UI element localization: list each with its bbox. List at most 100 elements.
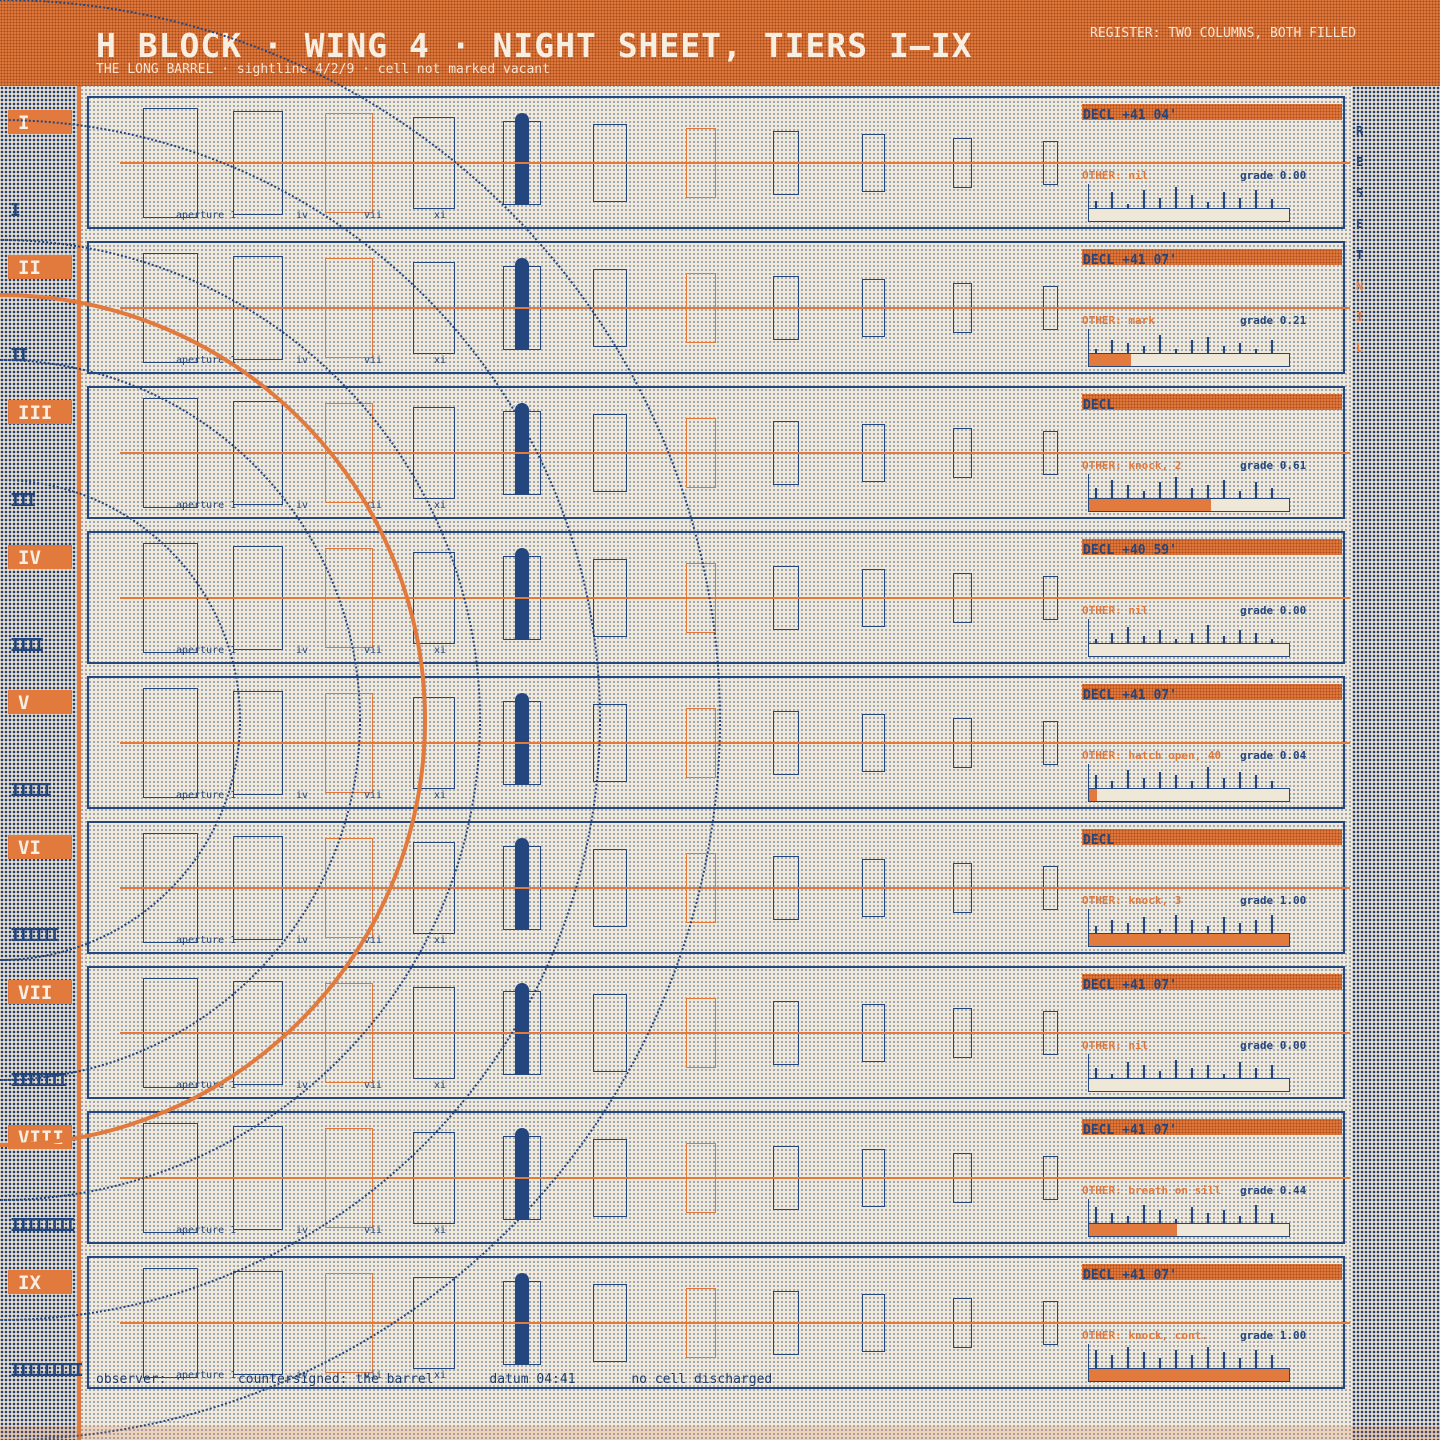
meter-tick bbox=[1175, 1350, 1177, 1372]
barrel-figure bbox=[515, 837, 529, 930]
meter-tick bbox=[1111, 480, 1113, 502]
sightline bbox=[120, 596, 1350, 599]
meter-tick bbox=[1159, 630, 1161, 647]
other-note: OTHER: nil bbox=[1082, 169, 1149, 182]
meter-tick bbox=[1271, 915, 1273, 937]
cell-label: vii bbox=[364, 645, 383, 656]
meter-tick bbox=[1271, 488, 1273, 502]
cell-label: iv bbox=[296, 645, 309, 656]
tremor-meter bbox=[1088, 1199, 1291, 1227]
grade-bar bbox=[1088, 208, 1290, 222]
tier-tally: IIIII bbox=[10, 780, 52, 801]
barrel-figure bbox=[515, 257, 529, 350]
left-spine-rule bbox=[77, 86, 81, 1440]
decl-reading: DECL +41 07' bbox=[1083, 253, 1177, 268]
grade-value: grade 0.00 bbox=[1240, 604, 1307, 617]
cell-label: xi bbox=[434, 210, 447, 221]
meter-tick bbox=[1111, 340, 1113, 357]
meter-tick bbox=[1095, 488, 1097, 502]
meter-tick bbox=[1239, 1216, 1241, 1227]
grade-bar bbox=[1088, 788, 1290, 802]
decl-band bbox=[1082, 829, 1342, 845]
meter-tick bbox=[1207, 926, 1209, 937]
margin-letter: E bbox=[1356, 155, 1364, 169]
tier-tab: VIII bbox=[8, 1125, 72, 1149]
margin-letter: L bbox=[1356, 341, 1364, 355]
meter-tick bbox=[1255, 633, 1257, 647]
meter-tick bbox=[1207, 1065, 1209, 1082]
meter-tick bbox=[1255, 190, 1257, 212]
meter-tick bbox=[1095, 1207, 1097, 1227]
meter-tick bbox=[1223, 1210, 1225, 1227]
barrel-figure bbox=[515, 982, 529, 1075]
grade-bar-fill bbox=[1089, 1369, 1289, 1381]
cell-label: xi bbox=[434, 790, 447, 801]
meter-tick bbox=[1111, 192, 1113, 212]
meter-tick bbox=[1255, 1350, 1257, 1372]
other-note: OTHER: mark bbox=[1082, 314, 1155, 327]
grade-value: grade 0.00 bbox=[1240, 1039, 1307, 1052]
margin-letter: S bbox=[1356, 186, 1364, 200]
meter-tick bbox=[1207, 1213, 1209, 1227]
right-margin-column bbox=[1352, 86, 1440, 1440]
cell-label: xi bbox=[434, 645, 447, 656]
grade-bar bbox=[1088, 1078, 1290, 1092]
meter-tick bbox=[1239, 923, 1241, 937]
grade-bar bbox=[1088, 643, 1290, 657]
sightline bbox=[120, 161, 1350, 164]
margin-letter: T bbox=[1356, 248, 1364, 262]
meter-tick bbox=[1271, 340, 1273, 357]
cell-label: xi bbox=[434, 1225, 447, 1236]
meter-tick bbox=[1175, 187, 1177, 212]
margin-letter: I bbox=[1356, 310, 1364, 324]
meter-tick bbox=[1159, 1210, 1161, 1227]
meter-tick bbox=[1143, 1065, 1145, 1082]
meter-tick bbox=[1223, 636, 1225, 647]
meter-tick bbox=[1255, 1205, 1257, 1227]
other-note: OTHER: knock, 3 bbox=[1082, 894, 1182, 907]
tier-tab: IX bbox=[8, 1270, 72, 1294]
meter-tick bbox=[1255, 482, 1257, 502]
tier-tally: I bbox=[10, 200, 21, 221]
meter-tick bbox=[1159, 772, 1161, 792]
grade-bar bbox=[1088, 1368, 1290, 1382]
other-note: OTHER: hatch open, 40 bbox=[1082, 749, 1222, 762]
footer-countersigned: countersigned: the barrel bbox=[237, 1372, 434, 1387]
meter-tick bbox=[1223, 480, 1225, 502]
margin-letter: E bbox=[1356, 217, 1364, 231]
meter-tick bbox=[1255, 775, 1257, 792]
tier-tally: IIIIIII bbox=[10, 1070, 68, 1091]
meter-tick bbox=[1207, 337, 1209, 357]
decl-reading: DECL +41 04' bbox=[1083, 108, 1177, 123]
tier-tab: VI bbox=[8, 835, 72, 859]
grade-value: grade 0.21 bbox=[1240, 314, 1307, 327]
meter-tick bbox=[1095, 1350, 1097, 1372]
tier-tab: V bbox=[8, 690, 72, 714]
decl-band bbox=[1082, 1119, 1342, 1135]
sightline bbox=[120, 1031, 1350, 1034]
cell-label: aperture 1 bbox=[176, 645, 237, 656]
tier-tally: II bbox=[10, 345, 29, 366]
meter-tick bbox=[1175, 775, 1177, 792]
cell-label: aperture 1 bbox=[176, 1225, 237, 1236]
other-note: OTHER: knock, cont. bbox=[1082, 1329, 1208, 1342]
register-note: REGISTER: TWO COLUMNS, BOTH FILLED bbox=[1090, 26, 1357, 41]
tremor-meter bbox=[1088, 909, 1291, 937]
tier-tally: IIIIIIII bbox=[10, 1215, 76, 1236]
grade-bar bbox=[1088, 1223, 1290, 1237]
cell-label: iv bbox=[296, 1080, 309, 1091]
sightline bbox=[120, 451, 1350, 454]
grade-value: grade 1.00 bbox=[1240, 894, 1307, 907]
cell-label: aperture 1 bbox=[176, 790, 237, 801]
cell-label: aperture 1 bbox=[176, 355, 237, 366]
meter-tick bbox=[1239, 630, 1241, 647]
meter-tick bbox=[1111, 1213, 1113, 1227]
left-tally-column bbox=[0, 86, 78, 1440]
tremor-meter bbox=[1088, 474, 1291, 502]
cell-label: xi bbox=[434, 355, 447, 366]
meter-tick bbox=[1127, 485, 1129, 502]
meter-tick bbox=[1191, 195, 1193, 212]
meter-tick bbox=[1127, 923, 1129, 937]
meter-tick bbox=[1207, 1347, 1209, 1372]
